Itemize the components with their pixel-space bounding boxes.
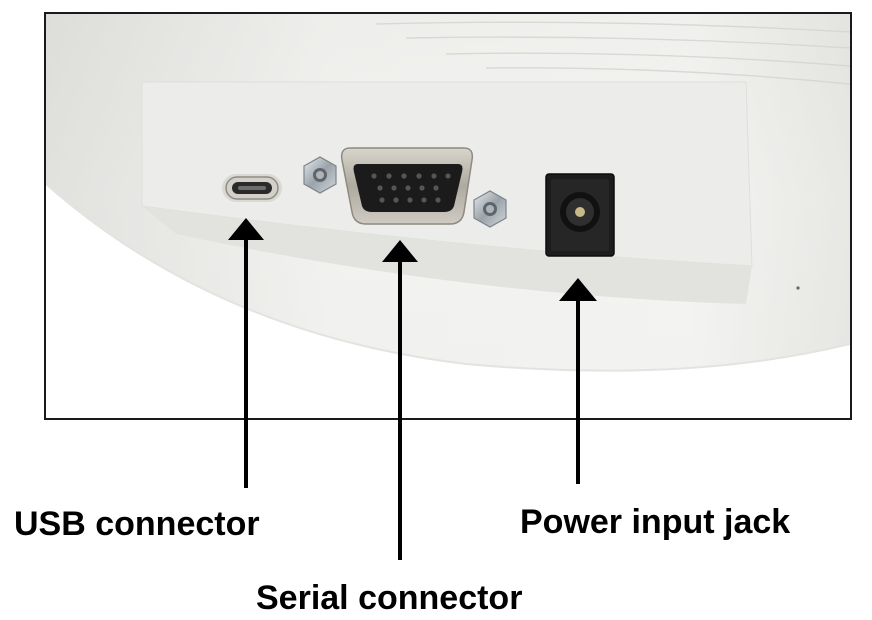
usb-c-port-icon — [222, 174, 282, 202]
db15-port-icon — [340, 147, 474, 225]
hex-nut-icon — [303, 156, 337, 194]
device-photo — [44, 12, 852, 420]
power-input-jack-label: Power input jack — [520, 503, 791, 541]
hex-nut-icon — [473, 190, 507, 228]
device-rear-illustration — [46, 14, 850, 418]
dc-jack-icon — [545, 173, 615, 257]
usb-connector-label: USB connector — [14, 505, 260, 543]
housing-grooves — [375, 21, 850, 85]
serial-connector-label: Serial connector — [256, 579, 523, 617]
